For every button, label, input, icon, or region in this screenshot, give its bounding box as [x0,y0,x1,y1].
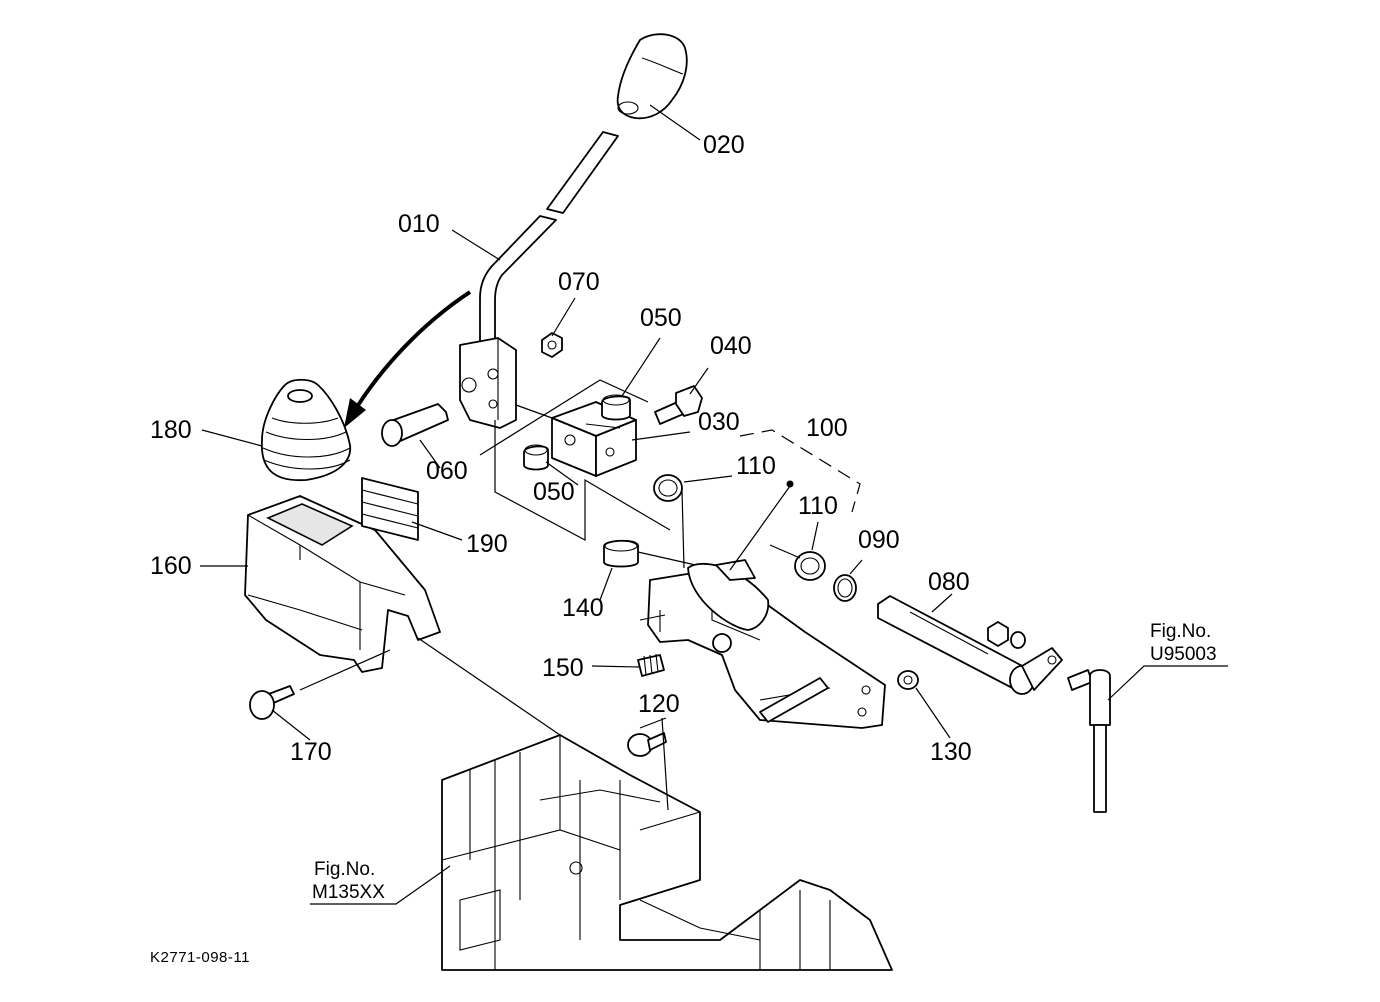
guide-lines [479,379,701,569]
label-140: 140 [562,594,604,622]
pin-part [381,403,449,447]
lever-cover [244,495,441,673]
lever-boot [261,378,352,482]
nut-washer [987,621,1026,649]
label-160: 160 [150,552,192,580]
gear-knob [616,33,688,120]
control-rod [1067,669,1111,813]
label-180: 180 [150,416,192,444]
nut-part [541,332,563,358]
label-170: 170 [290,738,332,766]
label-090: 090 [858,526,900,554]
label-110-right: 110 [798,492,838,520]
shift-lever [459,131,619,429]
label-030: 030 [698,408,740,436]
shaft-part [877,595,1063,695]
bushing-parts [523,394,631,471]
label-070: 070 [558,268,600,296]
label-040: 040 [710,332,752,360]
label-050-top: 050 [640,304,682,332]
screw-part [627,732,667,757]
fig-ref-label-m: Fig.No. [314,859,375,880]
shift-block [551,401,637,477]
label-060: 060 [426,457,468,485]
stud-part [759,677,829,723]
drawing-code: K2771-098-11 [150,949,250,966]
collar-parts-right [794,551,857,602]
fig-ref-number-u: U95003 [1150,644,1217,665]
label-150: 150 [542,654,584,682]
bolt-part-2 [249,685,295,720]
label-100: 100 [806,414,848,442]
label-plate [361,477,419,541]
spring-part [637,653,665,677]
bolt-part [654,385,703,425]
label-120: 120 [638,690,680,718]
assembly-arrow [344,290,472,428]
label-190: 190 [466,530,508,558]
label-130: 130 [930,738,972,766]
washer-part [897,670,919,690]
fig-ref-label-u: Fig.No. [1150,621,1211,642]
label-010: 010 [398,210,440,238]
frame-housing [441,734,893,971]
label-050-bottom: 050 [533,478,575,506]
fig-ref-number-m: M135XX [312,882,385,903]
label-080: 080 [928,568,970,596]
collar-part [653,474,683,502]
label-110-upper: 110 [736,452,776,480]
roller-pin [603,539,639,568]
label-020: 020 [703,131,745,159]
leader-lines [200,104,1228,905]
